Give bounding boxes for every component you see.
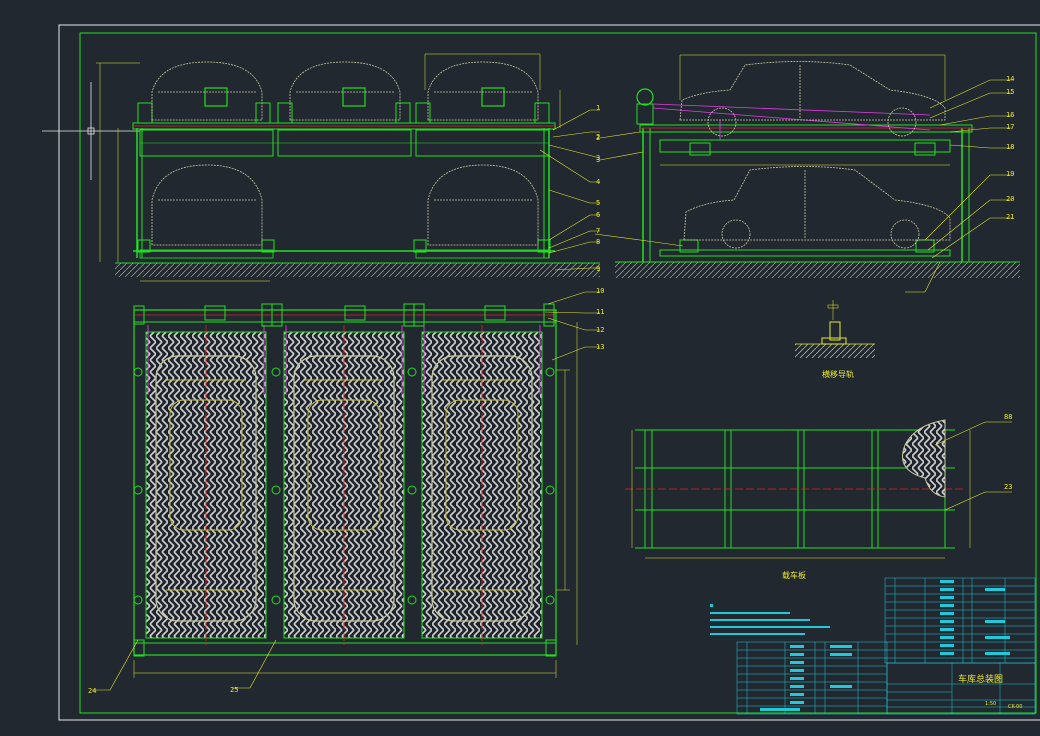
callout-11: 11 xyxy=(596,308,604,316)
callout-23: 23 xyxy=(1004,483,1012,491)
rail-section-detail: 横移导轨 xyxy=(795,300,875,379)
callout-16: 16 xyxy=(1006,111,1014,119)
callout-15: 15 xyxy=(1006,88,1014,96)
callout-1: 1 xyxy=(596,104,600,112)
front-elevation-view xyxy=(96,53,600,282)
drawing-number: CK-00 xyxy=(1008,704,1022,710)
callout-6: 6 xyxy=(596,211,600,219)
callout-9: 9 xyxy=(596,265,600,273)
callout-21: 21 xyxy=(1006,213,1014,221)
callout-17: 17 xyxy=(1006,123,1014,131)
callout-14: 14 xyxy=(1006,75,1014,83)
sheet-inner-border xyxy=(79,32,1037,714)
callout-side-2: 2 xyxy=(596,134,600,142)
drawing-name: 车库总装图 xyxy=(958,673,1003,685)
side-elevation-view xyxy=(615,54,1020,278)
rail-section-label: 横移导轨 xyxy=(822,369,854,379)
platform-detail-view: 88 23 载车板 xyxy=(625,413,1012,580)
bom-entries xyxy=(760,580,1010,711)
callout-18: 18 xyxy=(1006,143,1014,151)
callout-25: 25 xyxy=(230,686,238,694)
bill-of-materials-left xyxy=(736,641,888,715)
title-block: 车库总装图 1:50 CK-00 xyxy=(886,662,1036,715)
callout-4: 4 xyxy=(596,178,600,186)
crosshair-cursor-icon xyxy=(42,82,140,180)
callout-19: 19 xyxy=(1006,170,1014,178)
side-view-callouts: 2 3 14 15 16 17 18 19 20 21 xyxy=(594,75,1014,293)
bill-of-materials-right xyxy=(884,577,1036,664)
callout-7: 7 xyxy=(596,227,600,235)
callout-5: 5 xyxy=(596,199,600,207)
platform-label: 载车板 xyxy=(782,570,806,580)
callout-24: 24 xyxy=(88,687,96,695)
plan-view xyxy=(133,303,578,678)
callout-12: 12 xyxy=(596,326,604,334)
callout-8: 8 xyxy=(596,238,600,246)
technical-notes xyxy=(710,604,830,635)
callout-side-3: 3 xyxy=(596,156,600,164)
front-view-callouts: 1 2 3 4 5 6 7 8 9 xyxy=(539,104,600,273)
callout-3: 3 xyxy=(596,154,600,162)
callout-20: 20 xyxy=(1006,195,1014,203)
callout-88: 88 xyxy=(1004,413,1012,421)
callout-10: 10 xyxy=(596,287,604,295)
sheet-outer-border xyxy=(58,24,1040,721)
drawing-scale: 1:50 xyxy=(985,701,996,707)
callout-13: 13 xyxy=(596,343,604,351)
callout-2: 2 xyxy=(596,133,600,141)
plan-view-callouts: 10 11 12 13 24 25 xyxy=(88,287,604,695)
